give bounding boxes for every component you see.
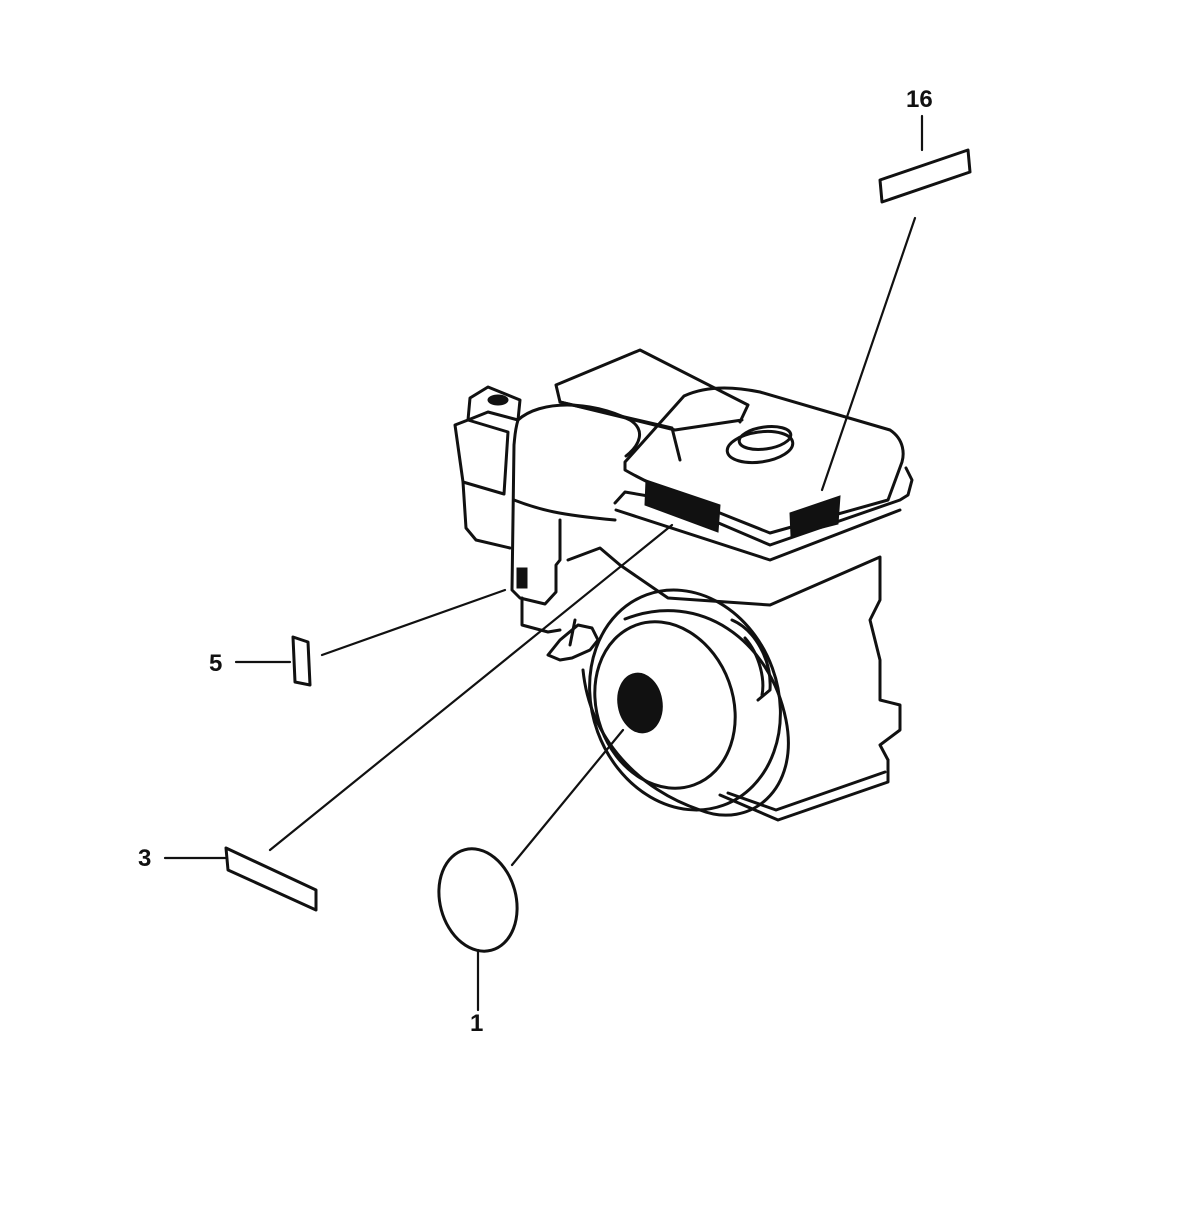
part-1-emblem [437,847,519,953]
leader-lines [163,114,924,1012]
callout-label-5: 5 [209,650,223,677]
leader-5 [320,588,507,657]
callout-label-16: 16 [906,86,933,113]
callout-label-1: 1 [470,1010,484,1037]
leader-16 [820,216,917,492]
engine [453,348,914,822]
leader-3 [268,523,674,852]
part-16-decal [878,148,972,204]
callout-label-3: 3 [138,845,152,872]
part-5-decal [291,635,312,687]
part-3-decal [224,846,318,912]
leader-1 [510,728,625,867]
